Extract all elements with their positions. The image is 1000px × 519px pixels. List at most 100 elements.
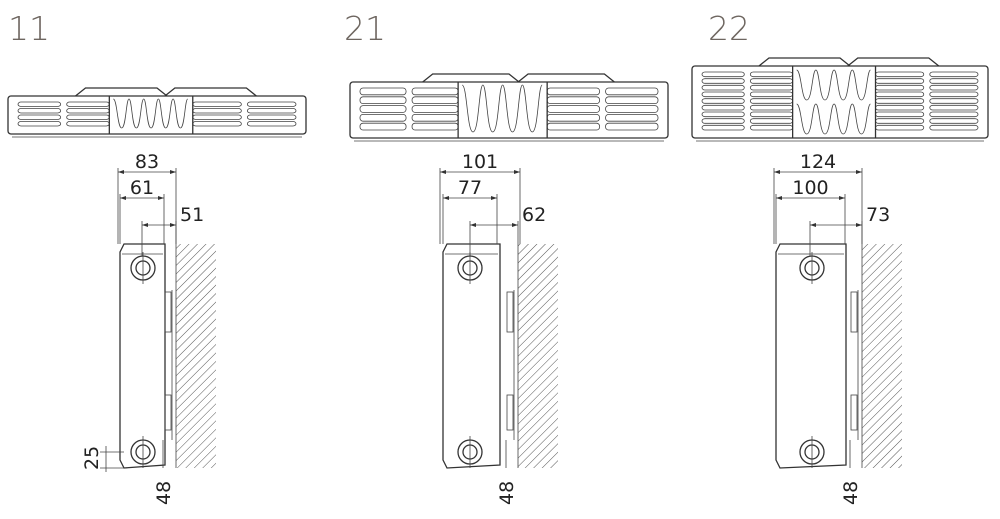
type-label: 22 xyxy=(708,9,750,48)
top-panel-outline xyxy=(691,65,989,139)
grille-slot xyxy=(605,114,659,122)
dimension-arrow xyxy=(118,170,176,174)
grille-slot xyxy=(929,104,979,111)
grille-slot xyxy=(929,78,979,84)
grille-slot xyxy=(929,84,979,91)
grille-slot xyxy=(875,111,925,118)
radiator-body xyxy=(442,243,501,469)
type-label: 11 xyxy=(8,9,50,48)
dimension-bottom-offset: 25 xyxy=(81,446,103,470)
grille-slot xyxy=(875,78,925,84)
convector-fins xyxy=(112,98,189,129)
wall-bracket xyxy=(164,291,172,333)
bracket-left xyxy=(75,87,168,97)
grille-slot xyxy=(17,121,62,127)
grille-slot xyxy=(749,84,794,91)
dimension-arrow xyxy=(810,223,862,227)
grille-slot xyxy=(192,101,242,107)
grille-slot xyxy=(246,121,297,127)
top-panel-outline xyxy=(7,95,307,135)
grille-slot xyxy=(66,108,110,114)
convector-fins xyxy=(796,69,871,101)
grille-slot xyxy=(875,84,925,91)
grille-slot xyxy=(411,114,459,122)
wall-bracket xyxy=(850,394,858,431)
top-view xyxy=(349,73,669,142)
grille-slot xyxy=(411,122,459,131)
grille-slot xyxy=(17,108,62,114)
radiator-body xyxy=(775,243,847,469)
grille-slot xyxy=(66,101,110,107)
grille-slot xyxy=(17,114,62,120)
grille-slot xyxy=(246,108,297,114)
grille-slot xyxy=(929,124,979,131)
grille-slot xyxy=(749,111,794,118)
wall-bracket xyxy=(164,394,172,431)
grille-slot xyxy=(749,78,794,84)
top-panel-outline xyxy=(349,81,669,139)
grille-slot xyxy=(411,87,459,96)
bracket-right xyxy=(847,57,940,67)
grille-slot xyxy=(875,118,925,124)
grille-slot xyxy=(875,71,925,78)
convector-fins xyxy=(796,103,871,135)
wall-hatch xyxy=(176,244,216,468)
dimension-pipe-offset: 51 xyxy=(180,204,204,226)
grille-slot xyxy=(929,91,979,98)
grille-slot xyxy=(605,87,659,96)
grille-slot xyxy=(66,121,110,127)
bracket-left xyxy=(758,57,851,67)
grille-slot xyxy=(246,114,297,120)
wall-hatch xyxy=(862,244,902,468)
grille-slot xyxy=(875,104,925,111)
grille-slot xyxy=(192,114,242,120)
grille-slot xyxy=(17,101,62,107)
dimension-pipe-offset: 73 xyxy=(866,204,890,226)
grille-slot xyxy=(66,114,110,120)
grille-slot xyxy=(605,105,659,113)
grille-slot xyxy=(929,111,979,118)
grille-slot xyxy=(546,114,600,122)
grille-slot xyxy=(411,96,459,105)
grille-slot xyxy=(701,71,745,78)
grille-slot xyxy=(546,122,600,131)
grille-slot xyxy=(546,87,600,96)
grille-slot xyxy=(929,98,979,104)
bracket-right xyxy=(164,87,257,97)
grille-slot xyxy=(701,91,745,98)
dimension-depth-body: 100 xyxy=(792,177,828,199)
grille-slot xyxy=(749,104,794,111)
bracket-right xyxy=(517,73,615,83)
grille-slot xyxy=(875,124,925,131)
wall-hatch xyxy=(518,244,558,468)
grille-slot xyxy=(605,96,659,105)
grille-slot xyxy=(701,118,745,124)
grille-slot xyxy=(929,71,979,78)
dimension-arrow xyxy=(443,196,497,200)
grille-slot xyxy=(701,84,745,91)
type-label: 21 xyxy=(344,9,386,48)
dimension-depth-total: 101 xyxy=(462,151,498,173)
grille-slot xyxy=(246,101,297,107)
grille-slot xyxy=(359,122,407,131)
grille-slot xyxy=(192,121,242,127)
dimension-pipe-spacing: 48 xyxy=(153,481,175,505)
convector-fins xyxy=(461,84,543,133)
dimension-depth-total: 124 xyxy=(800,151,836,173)
grille-slot xyxy=(929,118,979,124)
grille-slot xyxy=(546,105,600,113)
grille-slot xyxy=(359,87,407,96)
grille-slot xyxy=(749,98,794,104)
grille-slot xyxy=(701,124,745,131)
grille-slot xyxy=(875,91,925,98)
top-view xyxy=(7,87,307,138)
grille-slot xyxy=(192,108,242,114)
dimension-depth-body: 61 xyxy=(130,177,154,199)
radiator-body xyxy=(119,243,166,469)
